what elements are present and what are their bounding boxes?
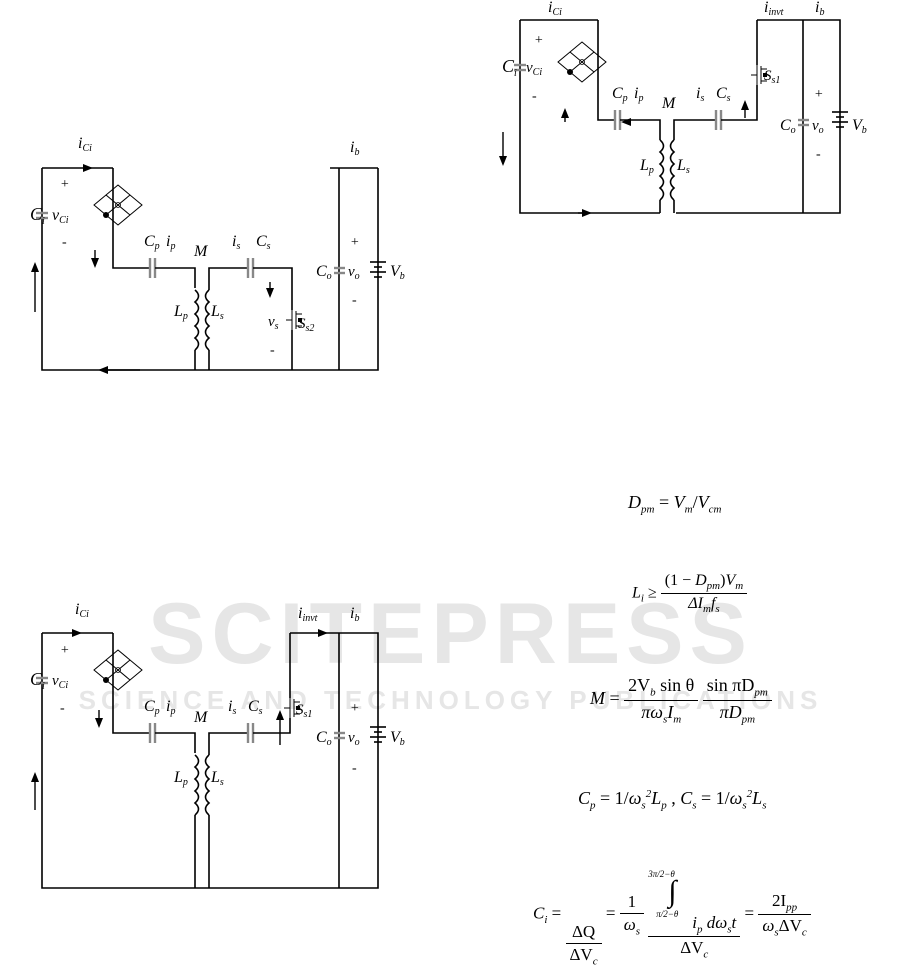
label-ip: ip bbox=[166, 233, 175, 252]
label-is-3: is bbox=[228, 698, 236, 717]
label-vci-3: vCi bbox=[52, 673, 68, 691]
minus-ci-3: - bbox=[60, 701, 65, 716]
equation-resonant-capacitors: Cp = 1/ωs2Lp , Cs = 1/ωs2Ls bbox=[578, 788, 767, 812]
plus-co-2: + bbox=[814, 87, 823, 102]
label-m-3: M bbox=[193, 709, 209, 726]
label-ib-2: ib bbox=[815, 0, 824, 18]
equation-mutual-inductance: M = 2Vb sin θ πωsIm sin πDpm πDpm bbox=[590, 675, 772, 725]
label-ici-3: iCi bbox=[75, 601, 89, 620]
label-iinv-3: iinvt bbox=[298, 605, 318, 624]
label-ici-2: iCi bbox=[548, 0, 562, 18]
label-is: is bbox=[232, 233, 240, 252]
label-ip-3: ip bbox=[166, 698, 175, 717]
label-co: Co bbox=[316, 263, 332, 282]
minus-vs: - bbox=[270, 343, 275, 358]
label-m: M bbox=[193, 243, 209, 260]
label-ls-3: Ls bbox=[210, 769, 224, 788]
label-vb: Vb bbox=[390, 263, 405, 282]
label-cp-2: Cp bbox=[612, 85, 628, 104]
label-vci-2: vCi bbox=[526, 60, 542, 78]
label-vb-3: Vb bbox=[390, 729, 405, 748]
label-vo: vo bbox=[348, 264, 360, 282]
label-ib: ib bbox=[350, 139, 359, 158]
label-lp-2: Lp bbox=[639, 157, 654, 176]
label-s1: Ss1 bbox=[764, 68, 780, 86]
plus-ci: + bbox=[60, 177, 69, 192]
label-ip-2: ip bbox=[634, 85, 643, 104]
label-s2: Ss2 bbox=[298, 316, 314, 334]
label-cs-2: Cs bbox=[716, 85, 731, 104]
label-m-2: M bbox=[661, 95, 677, 112]
label-vb-2: Vb bbox=[852, 117, 867, 136]
label-cs-3: Cs bbox=[248, 698, 263, 717]
label-vci: vCi bbox=[52, 207, 69, 226]
label-cp: Cp bbox=[144, 233, 160, 252]
minus-co: - bbox=[352, 293, 357, 308]
label-is-2: is bbox=[696, 85, 704, 104]
plus-ci-3: + bbox=[60, 643, 69, 658]
label-ls: Ls bbox=[210, 303, 224, 322]
plus-ci-2: + bbox=[534, 33, 543, 48]
plus-co: + bbox=[350, 235, 359, 250]
equation-duty-cycle: Dpm = Vm/Vcm bbox=[628, 492, 722, 516]
minus-ci-2: - bbox=[532, 89, 537, 104]
label-cp-3: Cp bbox=[144, 698, 160, 717]
circuit-3: iCi + Ci vCi - Cp ip M is Cs Lp Ls Ss1 i… bbox=[30, 601, 405, 889]
label-vo-2: vo bbox=[812, 118, 824, 136]
minus-co-2: - bbox=[816, 147, 821, 162]
label-s1-3: Ss1 bbox=[296, 702, 312, 720]
label-iinv: iinvt bbox=[764, 0, 784, 18]
label-vo-3: vo bbox=[348, 730, 360, 748]
label-cs: Cs bbox=[256, 233, 271, 252]
minus-ci: - bbox=[62, 235, 67, 250]
label-ci-2: Ci bbox=[502, 56, 517, 79]
equation-input-capacitor: Ci = ΔQ ΔVc = 1 ωs 3π/2−θ ∫ π/2−θ ip dωs… bbox=[533, 862, 811, 967]
watermark-word: SCITEPRESS bbox=[148, 586, 753, 682]
label-co-2: Co bbox=[780, 117, 796, 136]
minus-co-3: - bbox=[352, 761, 357, 776]
plus-co-3: + bbox=[350, 701, 359, 716]
circuit-1: iCi + Ci vCi - Cp ip M is Cs Lp Ls vs Ss… bbox=[30, 135, 405, 374]
label-vs: vs bbox=[268, 314, 279, 332]
label-co-3: Co bbox=[316, 729, 332, 748]
label-lp-3: Lp bbox=[173, 769, 188, 788]
label-ls-2: Ls bbox=[676, 157, 690, 176]
label-ici: iCi bbox=[78, 135, 92, 154]
label-ci: Ci bbox=[30, 204, 45, 227]
equation-inductance: Li ≥ (1 − Dpm)Vm ΔImfs bbox=[632, 572, 748, 615]
label-ci-3: Ci bbox=[30, 669, 45, 692]
label-lp: Lp bbox=[173, 303, 188, 322]
label-ib-3: ib bbox=[350, 605, 359, 624]
circuit-2: iCi + Ci vCi - Cp ip M is Cs Lp Ls Ss1 i… bbox=[499, 0, 867, 217]
